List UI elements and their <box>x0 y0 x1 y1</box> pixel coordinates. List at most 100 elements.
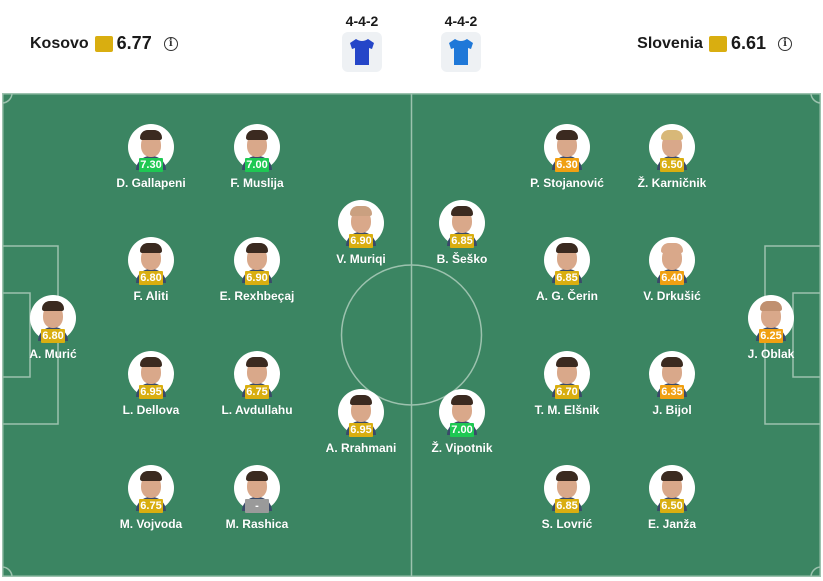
player-janza[interactable]: 6.50 E. Janža <box>617 465 727 531</box>
player-name: A. Murić <box>29 347 77 361</box>
player-murić[interactable]: 6.80 A. Murić <box>0 295 108 361</box>
player-aliti[interactable]: 6.80 F. Aliti <box>96 237 206 303</box>
player-rating-badge: 6.85 <box>555 271 579 285</box>
player-rating-badge: 6.70 <box>555 385 579 399</box>
player-name: D. Gallapeni <box>116 176 186 190</box>
player-lovric[interactable]: 6.85 S. Lovrić <box>512 465 622 531</box>
player-name: M. Rashica <box>225 517 289 531</box>
player-name: J. Bijol <box>652 403 692 417</box>
player-name: F. Aliti <box>133 289 169 303</box>
player-avdullahu[interactable]: 6.75 L. Avdullahu <box>202 351 312 417</box>
player-rexhbecaj[interactable]: 6.90 E. Rexhbeçaj <box>202 237 312 303</box>
away-formation: 4-4-2 <box>444 13 478 29</box>
player-name: T. M. Elšnik <box>534 403 600 417</box>
player-rating-badge: 6.85 <box>555 499 579 513</box>
player-avatar: 6.85 <box>544 237 590 285</box>
player-rating-badge: 6.75 <box>245 385 269 399</box>
info-icon[interactable]: i <box>163 36 178 51</box>
player-muriqi[interactable]: 6.90 V. Muriqi <box>306 200 416 266</box>
player-rating-badge: - <box>245 499 269 513</box>
player-name: A. G. Čerin <box>535 289 598 303</box>
player-rating-badge: 7.00 <box>245 158 269 172</box>
home-team: Kosovo 6.77 i <box>30 33 178 54</box>
player-name: L. Avdullahu <box>221 403 293 417</box>
away-team: Slovenia 6.61 i <box>637 33 792 54</box>
player-avatar: 7.00 <box>234 124 280 172</box>
player-name: F. Muslija <box>230 176 284 190</box>
player-stojanovic[interactable]: 6.30 P. Stojanović <box>512 124 622 190</box>
player-rating-badge: 6.75 <box>139 499 163 513</box>
home-formation: 4-4-2 <box>345 13 379 29</box>
player-rating-badge: 6.50 <box>660 158 684 172</box>
player-karnicnik[interactable]: 6.50 Ž. Karničnik <box>617 124 727 190</box>
player-drkusic[interactable]: 6.40 V. Drkušić <box>617 237 727 303</box>
player-rating-badge: 7.00 <box>450 423 474 437</box>
player-rating-badge: 6.50 <box>660 499 684 513</box>
away-team-name: Slovenia <box>637 34 703 52</box>
away-shirt-icon <box>441 32 481 72</box>
player-avatar: 6.70 <box>544 351 590 399</box>
player-avatar: 6.80 <box>128 237 174 285</box>
player-gallapeni[interactable]: 7.30 D. Gallapeni <box>96 124 206 190</box>
player-avatar: 6.80 <box>30 295 76 343</box>
player-bijol[interactable]: 6.35 J. Bijol <box>617 351 727 417</box>
player-avatar: 6.90 <box>234 237 280 285</box>
player-avatar: 6.75 <box>128 465 174 513</box>
player-name: Ž. Karničnik <box>637 176 707 190</box>
player-avatar: 6.85 <box>439 200 485 248</box>
player-avatar: 6.40 <box>649 237 695 285</box>
player-rating-badge: 6.25 <box>759 329 783 343</box>
player-rating-badge: 6.95 <box>139 385 163 399</box>
player-rating-badge: 6.90 <box>349 234 373 248</box>
player-name: Ž. Vipotnik <box>431 441 493 455</box>
player-avatar: 7.30 <box>128 124 174 172</box>
player-name: E. Rexhbeçaj <box>219 289 295 303</box>
player-rating-badge: 6.85 <box>450 234 474 248</box>
home-team-name: Kosovo <box>30 34 89 52</box>
player-rrahmani[interactable]: 6.95 A. Rrahmani <box>306 389 416 455</box>
player-name: S. Lovrić <box>541 517 593 531</box>
player-rating-badge: 6.80 <box>139 271 163 285</box>
player-name: L. Dellova <box>122 403 180 417</box>
pitch: 6.80 A. Murić 7.30 D. Gallapeni 6.80 F. … <box>2 93 821 577</box>
player-name: V. Muriqi <box>336 252 386 266</box>
player-vojvoda[interactable]: 6.75 M. Vojvoda <box>96 465 206 531</box>
player-avatar: 6.50 <box>649 465 695 513</box>
player-avatar: - <box>234 465 280 513</box>
player-rating-badge: 7.30 <box>139 158 163 172</box>
player-avatar: 6.85 <box>544 465 590 513</box>
player-rashica[interactable]: - M. Rashica <box>202 465 312 531</box>
player-rating-badge: 6.40 <box>660 271 684 285</box>
player-avatar: 6.50 <box>649 124 695 172</box>
player-rating-badge: 6.90 <box>245 271 269 285</box>
player-avatar: 7.00 <box>439 389 485 437</box>
player-sesko[interactable]: 6.85 B. Šeško <box>407 200 517 266</box>
player-avatar: 6.95 <box>128 351 174 399</box>
player-avatar: 6.90 <box>338 200 384 248</box>
player-avatar: 6.30 <box>544 124 590 172</box>
player-name: M. Vojvoda <box>119 517 183 531</box>
player-rating-badge: 6.95 <box>349 423 373 437</box>
player-name: V. Drkušić <box>643 289 701 303</box>
player-avatar: 6.25 <box>748 295 794 343</box>
player-dellova[interactable]: 6.95 L. Dellova <box>96 351 206 417</box>
pitch-markings <box>2 93 821 577</box>
home-shirt-icon <box>342 32 382 72</box>
player-avatar: 6.35 <box>649 351 695 399</box>
lineup-header: Kosovo 6.77 i 4-4-2 4-4-2 Slovenia 6.61 … <box>0 0 823 93</box>
player-cerin[interactable]: 6.85 A. G. Čerin <box>512 237 622 303</box>
info-icon[interactable]: i <box>778 36 792 51</box>
player-name: E. Janža <box>647 517 697 531</box>
player-oblak[interactable]: 6.25 J. Oblak <box>716 295 823 361</box>
player-avatar: 6.95 <box>338 389 384 437</box>
player-name: J. Oblak <box>747 347 795 361</box>
player-elsnik[interactable]: 6.70 T. M. Elšnik <box>512 351 622 417</box>
player-name: P. Stojanović <box>530 176 604 190</box>
player-muslija[interactable]: 7.00 F. Muslija <box>202 124 312 190</box>
team-rating-icon <box>708 35 727 52</box>
team-rating-icon <box>94 35 113 52</box>
player-vipotnik[interactable]: 7.00 Ž. Vipotnik <box>407 389 517 455</box>
home-team-rating: 6.77 <box>116 33 152 53</box>
away-team-rating: 6.61 <box>730 33 766 53</box>
player-name: B. Šeško <box>436 252 488 266</box>
